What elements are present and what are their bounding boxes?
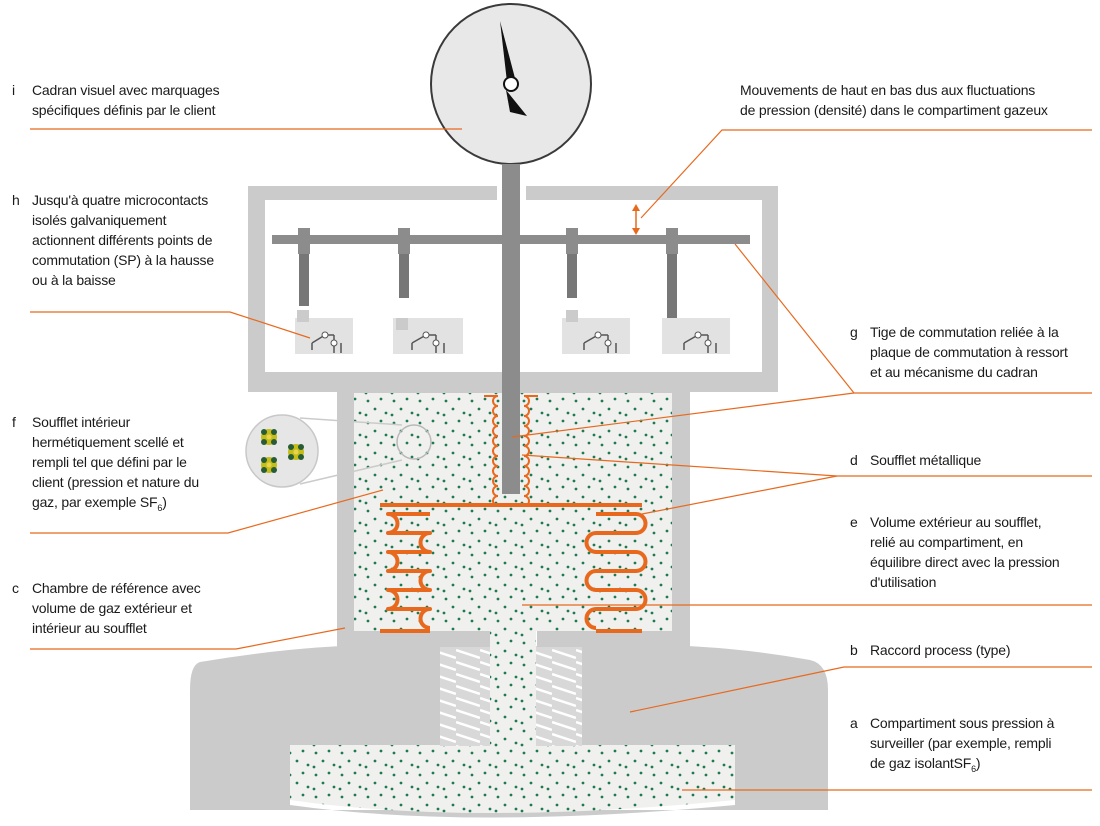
label-c-line: volume de gaz extérieur et [32,600,192,616]
label-i-letter: i [12,82,15,98]
label-e-line: relié au compartiment, en [870,534,1023,550]
label-b-line: Raccord process (type) [870,642,1011,658]
label-f-after: ) [162,494,167,510]
label-b: b Raccord process (type) [850,640,1011,660]
metal-bellows [380,395,648,633]
label-h-line: ou à la baisse [32,272,116,288]
label-f-last-line: gaz, par exemple SF6) [32,492,199,518]
micro-contacts [295,228,730,354]
leader-c [30,627,346,650]
label-d-line: Soufflet métallique [870,452,982,468]
molecule-magnifier [245,414,432,488]
leader-g2 [511,392,855,438]
leader-d2 [641,475,838,515]
micro-contact-4 [662,228,730,354]
label-e-letter: e [850,514,858,530]
label-a-subscript: 6 [971,764,976,774]
label-h-letter: h [12,192,20,208]
label-a-after: ) [975,755,981,771]
label-h: h Jusqu'à quatre microcontacts isolés ga… [12,190,214,290]
label-h-line: Jusqu'à quatre microcontacts [32,192,209,208]
label-c: c Chambre de référence avec volume de ga… [12,578,201,638]
label-e-line: Volume extérieur au soufflet, [870,514,1042,530]
pressure-compartment [190,644,828,818]
label-e-line: d'utilisation [870,574,937,590]
label-f-subscript: 6 [157,503,163,513]
label-b-letter: b [850,642,858,658]
label-g-letter: g [850,324,858,340]
label-movement-line: Mouvements de haut en bas dus aux fluctu… [740,82,1036,98]
label-i-line: spécifiques définis par le client [32,102,216,118]
label-a-text: de gaz isolantSF [870,755,972,771]
label-g: g Tige de commutation reliée à la plaque… [850,322,1068,382]
leader-h [30,311,311,339]
label-a-letter: a [850,715,858,731]
switching-rod [272,164,750,494]
leader-f [30,489,384,534]
visual-dial [430,3,592,165]
label-g-line: et au mécanisme du cadran [870,364,1038,380]
micro-contact-2 [393,228,463,354]
label-e: e Volume extérieur au soufflet, relié au… [850,512,1060,592]
movement-arrow [632,204,640,235]
label-a-last-line: de gaz isolantSF6) [870,753,1054,779]
label-c-line: Chambre de référence avec [32,580,201,596]
label-d: d Soufflet métallique [850,450,982,470]
label-c-line: intérieur au soufflet [32,620,147,636]
label-f: f Soufflet intérieur hermétiquement scel… [12,412,199,518]
label-g-line: Tige de commutation reliée à la [870,324,1059,340]
leader-lines [30,128,1092,791]
label-movement-line: de pression (densité) dans le compartime… [740,102,1048,118]
micro-contact-1 [295,228,353,354]
sf6-molecule-3 [261,457,277,473]
process-connection [440,630,582,746]
label-f-line: hermétiquement scellé et [32,434,184,450]
label-d-letter: d [850,452,858,468]
micro-contact-3 [562,228,630,354]
label-h-line: commutation (SP) à la hausse [32,252,214,268]
label-a-line: surveiller (par exemple, rempli [870,735,1052,751]
label-e-line: équilibre direct avec la pression [870,554,1060,570]
label-f-line: Soufflet intérieur [32,414,131,430]
label-movement: Mouvements de haut en bas dus aux fluctu… [740,80,1048,120]
leader-top [640,129,1092,219]
label-f-letter: f [12,414,16,430]
label-c-letter: c [12,580,19,596]
label-i-line: Cadran visuel avec marquages [32,82,220,98]
label-f-text: gaz, par exemple SF [32,494,158,510]
leader-b [629,666,1092,713]
sf6-molecule-1 [261,429,277,445]
label-a: a Compartiment sous pression à surveille… [850,713,1055,779]
sf6-molecule-2 [288,444,304,460]
label-h-line: actionnent différents points de [32,232,213,248]
label-a-line: Compartiment sous pression à [870,715,1055,731]
label-i: i Cadran visuel avec marquages spécifiqu… [12,80,220,120]
label-h-line: isolés galvaniquement [32,212,167,228]
label-g-line: plaque de commutation à ressort [870,344,1068,360]
label-f-line: client (pression et nature du [32,474,199,490]
label-f-line: rempli tel que défini par le [32,454,187,470]
